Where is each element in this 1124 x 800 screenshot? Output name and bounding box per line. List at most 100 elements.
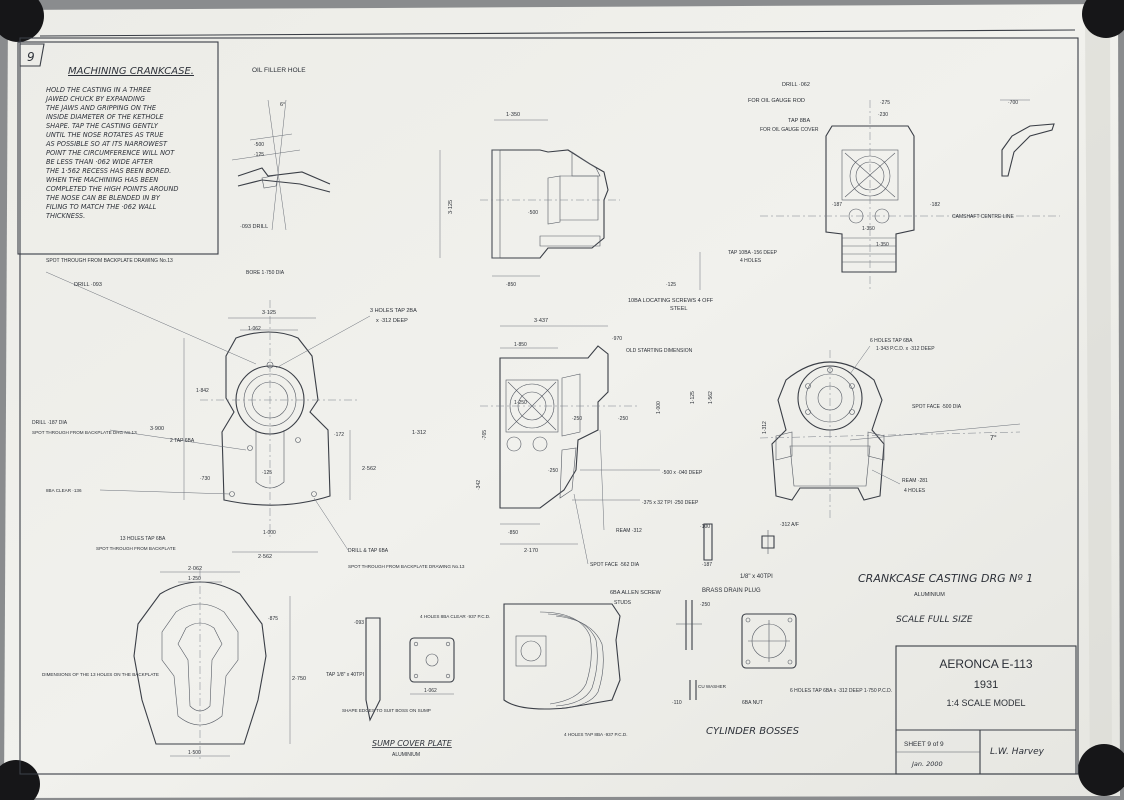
dim-text: 1·312: [762, 421, 768, 434]
holes-4-label: 4 HOLES: [740, 258, 762, 264]
dim-text: 2·562: [258, 554, 272, 560]
note-line: FILING TO MATCH THE ·062 WALL: [46, 203, 157, 211]
dim-text: ·730: [200, 476, 210, 482]
dim-text: 1·500: [188, 750, 201, 756]
oil-gauge-cover-label: FOR OIL GAUGE COVER: [760, 127, 819, 133]
oil-filler-label: OIL FILLER HOLE: [252, 67, 306, 74]
notes-body: HOLD THE CASTING IN A THREE JAWED CHUCK …: [44, 86, 181, 220]
dim-text: ·230: [878, 112, 888, 118]
dim-text: ·250: [572, 416, 582, 422]
oil-filler-hole-detail: OIL FILLER HOLE 6° ·500 ·125 ·093 DRILL: [231, 67, 331, 231]
pcd-1343-label: 1·343 P.C.D. x ·312 DEEP: [876, 346, 935, 352]
angle-7-label: 7°: [990, 434, 997, 442]
dim-text: ·500: [254, 142, 264, 148]
dim-text: 3·125: [262, 310, 276, 316]
spot-face-label: SPOT FACE ·562 DIA: [590, 562, 640, 568]
crankcase-front-view: 3·125 1·062 BORE 1·750 DIA 3·900 1·842 2…: [32, 258, 465, 569]
clip-bottom-right: [1078, 744, 1124, 796]
ream-312-label: REAM ·312: [616, 528, 642, 534]
dim-text: ·100: [700, 524, 710, 530]
sheet-number: 9: [27, 50, 35, 64]
holes-tap-6ba-label: 6 HOLES TAP 6BA: [870, 338, 913, 344]
note-line: JAWED CHUCK BY EXPANDING: [44, 95, 145, 103]
dim-text: ·125: [666, 282, 676, 288]
bore-label: BORE 1·750 DIA: [246, 270, 285, 276]
signature: L.W. Harvey: [990, 747, 1045, 757]
note-line: THE 1·562 RECESS HAS BEEN BORED.: [46, 167, 171, 175]
holes-8ba-label: 4 HOLES 8BA CLEAR ·937 P.C.D.: [420, 614, 490, 619]
dim-text: ·250: [548, 468, 558, 474]
oil-gauge-view: DRILL ·062 FOR OIL GAUGE ROD TAP 8BA FOR…: [628, 82, 1060, 312]
steel-label: STEEL: [670, 306, 687, 312]
dim-text: 2·170: [524, 548, 538, 554]
note-line: HOLD THE CASTING IN A THREE: [46, 86, 152, 94]
dim-text: ·342: [476, 480, 482, 490]
tap-8ba-label: TAP 8BA: [788, 118, 810, 124]
holes-13-label: 13 HOLES TAP 6BA: [120, 536, 166, 542]
dim-text: 1·000: [656, 401, 662, 414]
dim-text: 1·842: [196, 388, 209, 394]
tpi-label: 1/8" x 40TPI: [740, 574, 773, 580]
notes-heading: MACHINING CRANKCASE.: [68, 66, 194, 77]
dim-text: 1·125: [690, 391, 696, 404]
note-line: THE JAWS AND GRIPPING ON THE: [46, 104, 157, 112]
note-line: AS POSSIBLE SO AT ITS NARROWEST: [45, 140, 168, 148]
dim-312af-label: ·312 A/F: [780, 522, 799, 528]
sump-cover-title: SUMP COVER PLATE: [372, 739, 453, 748]
dim-text: ·125: [262, 470, 272, 476]
spot-face-500-label: SPOT FACE ·500 DIA: [912, 404, 962, 410]
holes-3-tap-label: 3 HOLES TAP 2BA: [370, 308, 417, 314]
dim-text: 1·250: [188, 576, 201, 582]
spot-backplate-label: SPOT THROUGH FROM BACKPLATE DRG No.13: [32, 430, 137, 435]
model-year: 1931: [974, 679, 998, 691]
clip-top-left: [0, 0, 44, 42]
drill-062-label: DRILL ·062: [782, 82, 810, 88]
dims-backplate-label: DIMENSIONS OF THE 13 HOLES ON THE BACKPL…: [42, 672, 159, 677]
dim-text: 3·437: [534, 318, 548, 324]
drawing-title: CRANKCASE CASTING DRG Nº 1: [858, 572, 1033, 585]
dim-text: ·187: [702, 562, 712, 568]
dim-text: 1·000: [263, 530, 276, 536]
dim-text: ·275: [880, 100, 890, 106]
studs-label: STUDS: [614, 600, 632, 606]
clip-bottom-left: [0, 760, 40, 800]
note-line: WHEN THE MACHINING HAS BEEN: [46, 176, 158, 184]
tap-40-label: TAP 1/8" x 40TPI: [326, 672, 364, 678]
deep-312-label: x ·312 DEEP: [376, 318, 408, 324]
dim-text: 1·850: [514, 342, 527, 348]
dim-text: 1·062: [424, 688, 437, 694]
dim-text: ·125: [254, 152, 264, 158]
dim-text: ·765: [482, 430, 488, 440]
holes-4b-label: 4 HOLES: [904, 488, 926, 494]
dim-text: ·850: [506, 282, 516, 288]
dim-text: ·700: [1008, 100, 1018, 106]
note-line: THICKNESS.: [46, 212, 85, 220]
clear-8ba-label: 8BA CLEAR ·136: [46, 488, 82, 493]
drill-187-label: DRILL ·187 DIA: [32, 420, 68, 426]
cylinder-bosses-title: CYLINDER BOSSES: [706, 726, 800, 737]
drawing-material: ALUMINIUM: [914, 592, 945, 598]
model-name: AERONCA E-113: [939, 657, 1032, 671]
tap-10ba-label: TAP 10BA ·156 DEEP: [728, 250, 778, 256]
dim-text: ·187: [832, 202, 842, 208]
dim-text: 3·125: [448, 200, 454, 214]
dim-text: ·850: [508, 530, 518, 536]
model-scale: 1:4 SCALE MODEL: [946, 698, 1025, 708]
dim-text: 3·900: [150, 426, 164, 432]
dim-text: ·093: [354, 620, 364, 626]
clip-top-right: [1082, 0, 1124, 38]
backplate-view: 2·062 1·250 2·750 ·875 1·500 DIMENSIONS …: [42, 566, 306, 760]
drawing-border: [19, 37, 1079, 775]
dim-text: ·182: [930, 202, 940, 208]
dim-text: ·875: [268, 616, 278, 622]
note-line: UNTIL THE NOSE ROTATES AS TRUE: [46, 131, 164, 139]
tap-2ba-label: 2 TAP 6BA: [170, 438, 195, 444]
dim-text: ·250: [618, 416, 628, 422]
crankcase-rear-view: 7° 6 HOLES TAP 6BA 1·343 P.C.D. x ·312 D…: [759, 338, 1021, 520]
note-line: COMPLETED THE HIGH POINTS AROUND: [46, 185, 178, 193]
old-start-label: OLD STARTING DIMENSION: [626, 348, 693, 354]
angle-label: 6°: [280, 102, 285, 108]
note-line: INSIDE DIAMETER OF THE KETHOLE: [46, 113, 164, 121]
sump-material: ALUMINIUM: [392, 752, 420, 758]
